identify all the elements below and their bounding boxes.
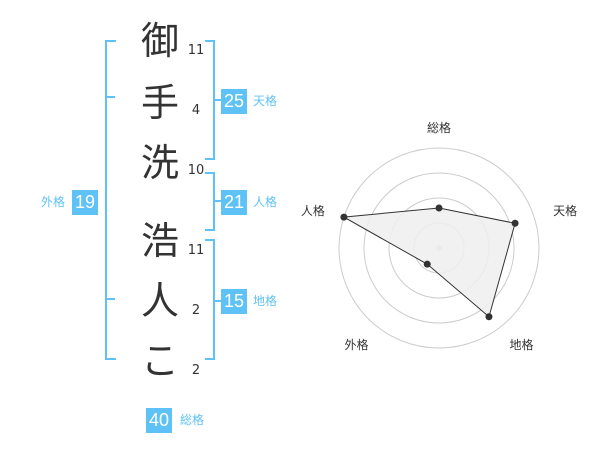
radar-ring-3: [363, 172, 515, 324]
name-char-3: 洗: [140, 141, 179, 185]
radar-axis-label-5: 人格: [301, 203, 325, 218]
chikaku-label: 地格: [253, 294, 278, 308]
gaikaku-value: 19: [72, 190, 99, 215]
radar-axis-label-2: 天格: [553, 203, 577, 218]
radar-point-4: [423, 260, 431, 268]
stroke-count-6: 2: [191, 363, 201, 378]
gaikaku-label: 外格: [41, 195, 66, 209]
name-char-1: 御: [140, 19, 179, 63]
jinkaku-value: 21: [221, 190, 248, 215]
chikaku-bracket: [205, 239, 222, 360]
stroke-count-3: 10: [187, 163, 205, 178]
tenkaku-label: 天格: [253, 94, 278, 108]
radar-axis-label-1: 総格: [427, 120, 451, 135]
radar-point-1: [435, 204, 443, 212]
name-char-5: 人: [140, 279, 179, 323]
outer-bracket: [105, 40, 116, 360]
chikaku-value: 15: [221, 289, 248, 314]
radar-axis-label-4: 外格: [344, 337, 368, 352]
radar-point-3: [485, 313, 493, 321]
jinkaku-bracket: [205, 172, 222, 231]
soukaku-label: 総格: [180, 413, 205, 427]
jinkaku-label: 人格: [253, 195, 278, 209]
radar-axis-label-3: 地格: [510, 337, 534, 352]
soukaku-value: 40: [146, 408, 173, 433]
radar-point-5: [340, 213, 348, 221]
radar-ring-4: [338, 147, 540, 349]
stroke-count-2: 4: [191, 103, 201, 118]
tenkaku-value: 25: [221, 89, 248, 114]
name-char-6: こ: [140, 339, 179, 383]
name-char-2: 手: [140, 81, 179, 125]
radar-point-2: [511, 219, 519, 227]
stroke-count-4: 11: [187, 243, 205, 258]
name-char-4: 浩: [140, 219, 179, 263]
tenkaku-bracket: [205, 40, 222, 160]
stroke-count-1: 11: [187, 43, 205, 58]
stroke-count-5: 2: [191, 303, 201, 318]
